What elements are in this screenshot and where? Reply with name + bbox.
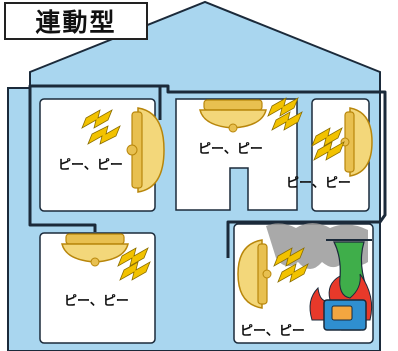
sound-wave-icon (117, 247, 151, 281)
sound-wave-icon (311, 127, 345, 161)
sound-wave-icon (81, 109, 121, 145)
smoke-detector-icon (237, 239, 272, 309)
beep-text-upper-right: ピー、ピー (286, 176, 351, 191)
smoke-detector-icon (340, 107, 373, 177)
sound-wave-icon (267, 97, 303, 131)
sound-wave-icon (273, 247, 309, 283)
beep-text-lower-right: ピー、ピー (240, 324, 305, 339)
room-upper-middle (175, 98, 298, 211)
smoke-detector-icon (61, 233, 129, 267)
beep-text-upper-left: ピー、ピー (58, 158, 123, 173)
smoke-detector-icon (126, 107, 165, 193)
appliance-screen (331, 305, 353, 321)
beep-text-upper-middle: ピー、ピー (198, 142, 263, 157)
beep-text-lower-left: ピー、ピー (64, 294, 129, 309)
type-label: 連動型 (4, 2, 148, 40)
interconnect-wiring (28, 84, 387, 258)
smoke-detector-icon (199, 99, 267, 133)
